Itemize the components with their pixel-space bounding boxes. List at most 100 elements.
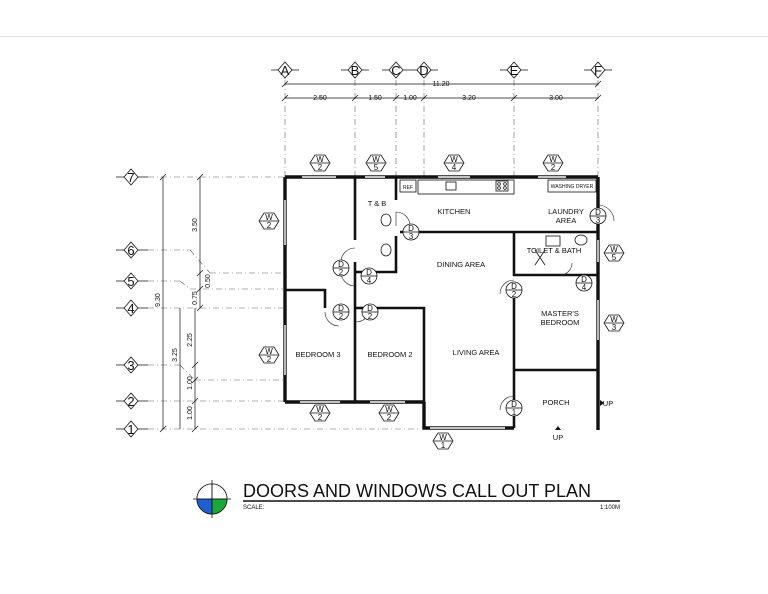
svg-text:2: 2 xyxy=(512,290,517,299)
svg-text:1: 1 xyxy=(441,441,446,450)
door-tag-d3-laundry: D 3 xyxy=(589,207,607,225)
room-laundry-line1: LAUNDRY xyxy=(548,207,584,216)
sink-master-bath xyxy=(545,235,561,247)
grid-bubble-1: 1 xyxy=(116,420,148,438)
room-living: LIVING AREA xyxy=(453,348,500,357)
svg-text:W: W xyxy=(610,245,618,254)
svg-text:D: D xyxy=(595,208,601,217)
top-toolbar-strip xyxy=(0,0,768,37)
window-tags: W 2 W 5 W 4 W 2 W 2 xyxy=(258,154,625,450)
dim-left-1-00-b: 1.00 xyxy=(187,406,194,420)
drawing-logo-icon xyxy=(193,480,231,518)
svg-text:5: 5 xyxy=(612,253,617,262)
grid-bubble-b: B xyxy=(341,61,369,79)
ref-label: REF xyxy=(403,185,413,191)
vertical-grid-lines xyxy=(284,80,599,178)
grid-label-4: 4 xyxy=(127,301,134,316)
door-tag-d4-master-bath: D 4 xyxy=(575,274,593,292)
svg-text:2: 2 xyxy=(318,413,323,422)
svg-text:2: 2 xyxy=(387,413,392,422)
svg-text:2: 2 xyxy=(267,221,272,230)
up-arrow-side xyxy=(600,400,604,406)
grid-bubble-3: 3 xyxy=(116,356,148,374)
svg-text:1: 1 xyxy=(512,408,517,417)
dim-overall-width: 11.20 xyxy=(433,81,450,88)
grid-label-a: A xyxy=(281,63,290,78)
dim-left-1-00-a: 1.00 xyxy=(187,376,194,390)
fixtures: REF WASHING DRYER xyxy=(380,179,597,266)
grid-bubble-6: 6 xyxy=(116,241,148,259)
grid-label-f: F xyxy=(594,63,602,78)
svg-text:5: 5 xyxy=(374,163,379,172)
top-dimensions: 11.20 2.50 1.50 1.00 3.20 3.00 xyxy=(281,80,602,102)
scale-value: 1:100M xyxy=(600,505,620,511)
dim-overall-height: 9.30 xyxy=(155,293,162,307)
svg-text:W: W xyxy=(549,155,557,164)
window-tag-w5-right: W 5 xyxy=(603,244,625,262)
dim-seg-d-e: 3.20 xyxy=(462,95,476,102)
refrigerator xyxy=(399,179,417,193)
porch-up-bottom: UP xyxy=(553,433,563,442)
window-tag-w4-top: W 4 xyxy=(443,154,465,172)
svg-text:D: D xyxy=(511,282,517,291)
grid-label-d: D xyxy=(419,63,428,78)
grid-label-1: 1 xyxy=(127,422,134,437)
grid-bubble-e: E xyxy=(500,61,528,79)
up-arrow-bottom xyxy=(555,426,561,430)
scale-label: SCALE: xyxy=(243,505,265,511)
door-tag-d2-bedroom3: D 2 xyxy=(332,303,350,321)
room-t-and-b: T & B xyxy=(368,199,387,208)
svg-text:W: W xyxy=(372,155,380,164)
svg-text:2: 2 xyxy=(339,268,344,277)
grid-row-bubbles: 7 6 5 4 3 2 1 xyxy=(116,168,148,438)
svg-text:2: 2 xyxy=(339,312,344,321)
dim-left-0-75: 0.75 xyxy=(192,291,199,305)
dim-left-2-25: 2.25 xyxy=(187,333,194,347)
window-tag-w3-right: W 3 xyxy=(603,314,625,332)
sink-tb xyxy=(380,243,392,257)
svg-text:2: 2 xyxy=(551,163,556,172)
room-kitchen: KITCHEN xyxy=(438,207,471,216)
door-tag-d2-bedroom2: D 2 xyxy=(361,303,379,321)
kitchen-counter xyxy=(417,179,515,195)
grid-bubble-c: C xyxy=(382,61,410,79)
svg-text:W: W xyxy=(439,433,447,442)
svg-text:4: 4 xyxy=(582,283,587,292)
room-bedroom3: BEDROOM 3 xyxy=(295,350,340,359)
svg-text:D: D xyxy=(366,268,372,277)
grid-bubble-4: 4 xyxy=(116,299,148,317)
window-tag-w2-bottom-1: W 2 xyxy=(309,404,331,422)
stove xyxy=(495,180,509,192)
grid-label-b: B xyxy=(351,63,360,78)
toilet-tb xyxy=(380,213,392,227)
grid-bubble-f: F xyxy=(584,61,612,79)
svg-text:D: D xyxy=(408,224,414,233)
door-tag-d2-bedroom3-upper: D 2 xyxy=(332,259,350,277)
svg-text:D: D xyxy=(511,400,517,409)
svg-text:2: 2 xyxy=(368,312,373,321)
window-tag-w2-left-2: W 2 xyxy=(258,346,280,364)
window-tag-w2-bottom-2: W 2 xyxy=(378,404,400,422)
svg-text:W: W xyxy=(265,347,273,356)
grid-label-7: 7 xyxy=(127,170,134,185)
dim-left-3-50: 3.50 xyxy=(192,218,199,232)
svg-text:3: 3 xyxy=(596,216,601,225)
grid-bubble-2: 2 xyxy=(116,392,148,410)
room-masters-line2: BEDROOM xyxy=(541,318,580,327)
svg-text:W: W xyxy=(316,405,324,414)
grid-bubble-a: A xyxy=(271,61,299,79)
grid-label-c: C xyxy=(391,63,400,78)
window-tag-w1-bottom: W 1 xyxy=(432,432,454,450)
svg-text:2: 2 xyxy=(318,163,323,172)
door-tag-d2-master: D 2 xyxy=(505,281,523,299)
grid-label-e: E xyxy=(510,63,519,78)
door-tag-d3-tb: D 3 xyxy=(402,223,420,241)
window-tag-w2-top-2: W 2 xyxy=(542,154,564,172)
svg-text:W: W xyxy=(316,155,324,164)
svg-text:W: W xyxy=(450,155,458,164)
washing-dryer-label: WASHING DRYER xyxy=(551,184,594,190)
room-masters-line1: MASTER'S xyxy=(541,309,579,318)
svg-text:D: D xyxy=(581,275,587,284)
room-bedroom2: BEDROOM 2 xyxy=(367,350,412,359)
